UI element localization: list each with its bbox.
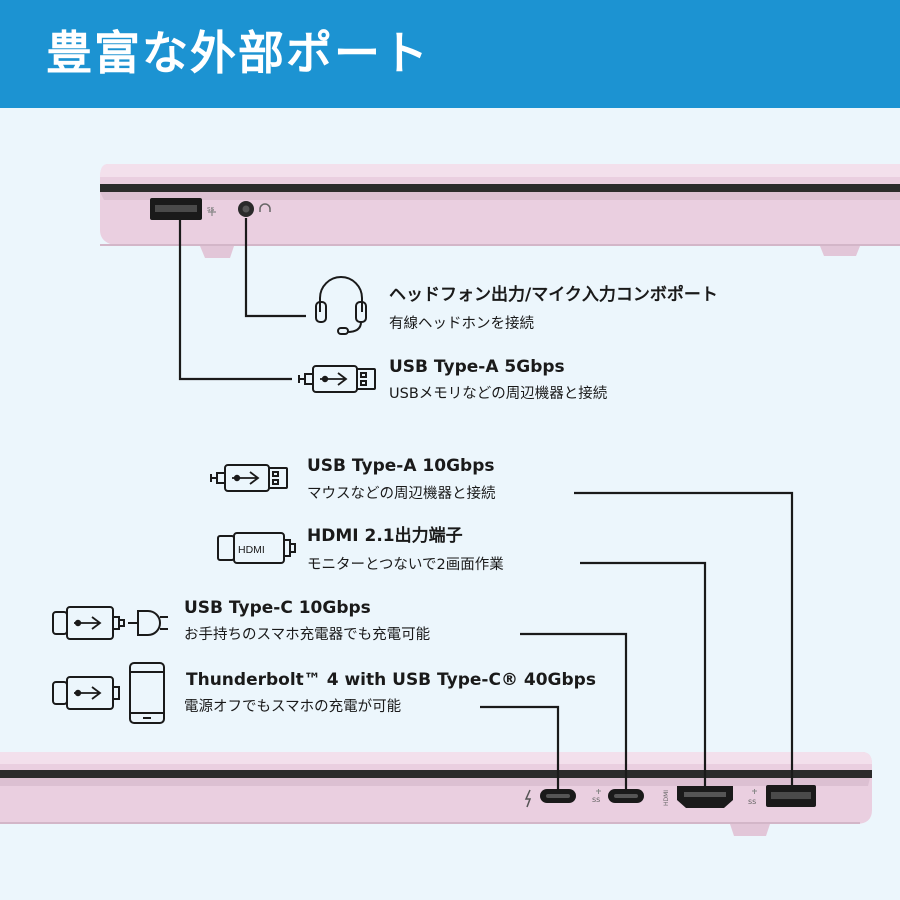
hdmi-desc: モニターとつないで2画面作業 [307, 557, 504, 573]
headphone-port-desc: 有線ヘッドホンを接続 [389, 316, 534, 332]
usb-a-10gbps-desc: マウスなどの周辺機器と接続 [307, 486, 496, 502]
usb-c-cable-smartphone-icon [52, 662, 165, 724]
usb-a-10gbps-title: USB Type-A 10Gbps [307, 456, 495, 476]
hdmi-title: HDMI 2.1出力端子 [307, 526, 463, 546]
callout-lines-right [480, 491, 794, 789]
ports-illustration: ss ss [0, 108, 900, 900]
usb-c-10gbps-desc: お手持ちのスマホ充電器でも充電可能 [184, 627, 431, 643]
usb-a-cable-icon-2 [210, 464, 288, 492]
usb-a-cable-icon-1 [298, 365, 376, 393]
hdmi-cable-icon: HDMI [217, 532, 296, 564]
usb-a-5gbps-desc: USBメモリなどの周辺機器と接続 [389, 386, 608, 402]
svg-text:HDMI: HDMI [663, 790, 670, 806]
usb-a-5gbps-title: USB Type-A 5Gbps [389, 357, 565, 377]
usb-c-10gbps-title: USB Type-C 10Gbps [184, 598, 371, 618]
laptop-right-side: ss HDMI ss [0, 752, 872, 836]
svg-text:ss: ss [207, 205, 215, 213]
headphone-port-title: ヘッドフォン出力/マイク入力コンボポート [389, 285, 718, 305]
laptop-left-side: ss [100, 164, 900, 258]
thunderbolt-title: Thunderbolt™ 4 with USB Type-C® 40Gbps [186, 670, 596, 690]
laptop-diagram: ss ss [0, 164, 900, 836]
svg-text:ss: ss [592, 795, 600, 804]
headset-icon [315, 276, 367, 335]
svg-text:ss: ss [748, 797, 756, 806]
usb-c-cable-power-plug-icon [52, 606, 168, 640]
header-banner: 豊富な外部ポート [0, 0, 900, 108]
callout-lines-left [178, 218, 306, 381]
page-title: 豊富な外部ポート [46, 26, 430, 80]
thunderbolt-desc: 電源オフでもスマホの充電が可能 [184, 699, 402, 715]
svg-text:HDMI: HDMI [238, 544, 265, 556]
